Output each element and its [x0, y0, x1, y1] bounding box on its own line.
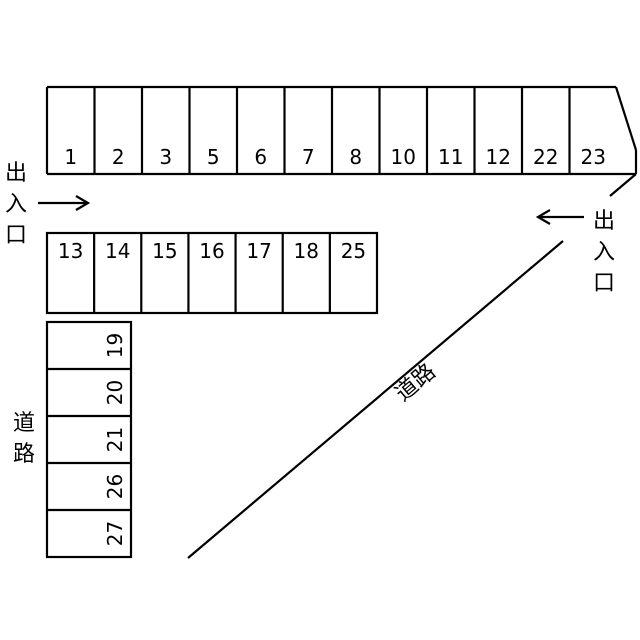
entrance-right-char-3: 口 — [593, 271, 615, 296]
slot-number-6: 6 — [254, 145, 267, 169]
left-column-dividers — [47, 367, 131, 512]
entrance-right-char-2: 入 — [593, 240, 615, 265]
slot-number-18: 18 — [294, 239, 319, 263]
slot-number-26: 26 — [103, 474, 127, 499]
slot-number-16: 16 — [199, 239, 224, 263]
slot-number-3: 3 — [159, 145, 172, 169]
entrance-right-arrow-icon — [535, 209, 584, 225]
entrance-left-arrow-icon — [38, 195, 91, 211]
slot-number-15: 15 — [152, 239, 177, 263]
slot-number-12: 12 — [486, 145, 511, 169]
slot-number-20: 20 — [103, 380, 127, 405]
slot-number-22: 22 — [533, 145, 558, 169]
slot-number-23: 23 — [581, 145, 606, 169]
top-row-outline — [45, 85, 638, 197]
road-left-char-1: 道 — [13, 411, 35, 436]
road-left-char-2: 路 — [13, 442, 35, 467]
slot-number-25: 25 — [341, 239, 366, 263]
slot-number-7: 7 — [302, 145, 315, 169]
slot-number-13: 13 — [58, 239, 83, 263]
entrance-right-char-1: 出 — [593, 209, 615, 234]
slot-number-11: 11 — [438, 145, 463, 169]
middle-row-outline — [45, 231, 379, 315]
slot-number-8: 8 — [349, 145, 362, 169]
entrance-left-char-3: 口 — [5, 223, 27, 248]
slot-number-19: 19 — [103, 333, 127, 358]
left-column-outline — [45, 320, 133, 559]
slot-number-21: 21 — [103, 427, 127, 452]
road-diagonal-line — [187, 240, 564, 559]
left-column-labels: 19 20 21 26 27 — [103, 333, 127, 546]
slot-number-5: 5 — [207, 145, 220, 169]
slot-number-27: 27 — [103, 521, 127, 546]
middle-row-labels: 13 14 15 16 17 18 25 — [58, 239, 366, 263]
slot-number-14: 14 — [105, 239, 130, 263]
road-diagonal-label: 道路 — [391, 359, 441, 406]
slot-number-17: 17 — [246, 239, 271, 263]
slot-number-10: 10 — [391, 145, 416, 169]
slot-number-2: 2 — [112, 145, 125, 169]
entrance-left-char-1: 出 — [5, 161, 27, 186]
slot-number-1: 1 — [64, 145, 77, 169]
entrance-left-char-2: 入 — [5, 192, 27, 217]
top-row-dividers — [93, 87, 571, 174]
middle-row-dividers — [93, 233, 331, 313]
